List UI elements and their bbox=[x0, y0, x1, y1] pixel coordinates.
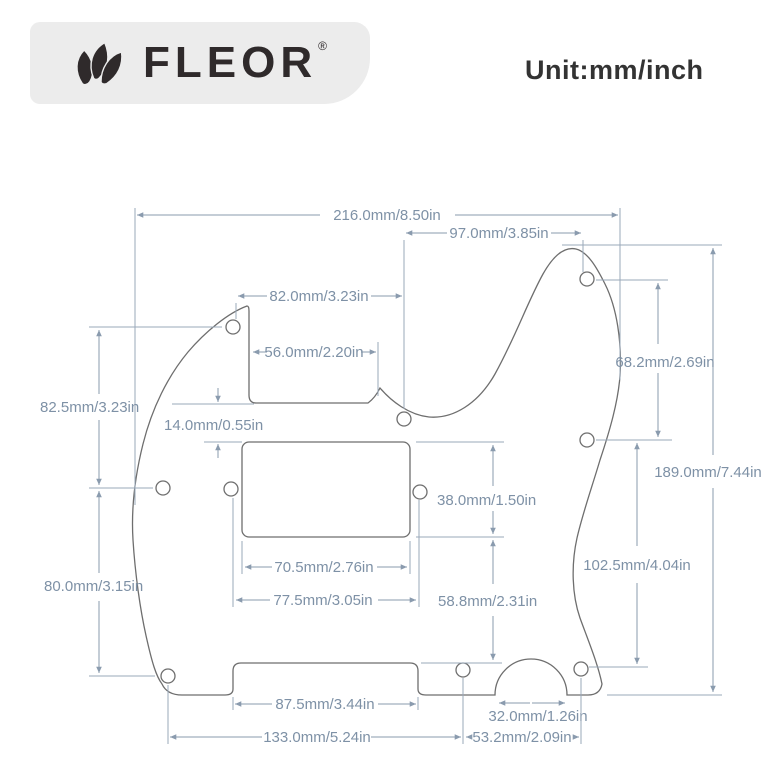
screw-hole-left-middle bbox=[155, 480, 171, 496]
humbucker-cutout bbox=[241, 441, 411, 538]
dim-pickup-width: 70.5mm/2.76in bbox=[241, 541, 411, 576]
dim-upper-right-span: 97.0mm/3.85in bbox=[403, 225, 584, 409]
brand-logo-card: FLEOR ® bbox=[30, 22, 370, 104]
screw-hole-middle-top bbox=[396, 411, 412, 427]
dim-label: 189.0mm/7.44in bbox=[654, 464, 762, 481]
dim-label: 38.0mm/1.50in bbox=[437, 492, 536, 509]
dim-bridge-notch-width: 87.5mm/3.44in bbox=[232, 696, 419, 713]
dim-label: 97.0mm/3.85in bbox=[449, 225, 548, 242]
fleor-leaf-icon bbox=[76, 41, 123, 86]
unit-label: Unit:mm/inch bbox=[525, 55, 704, 85]
dim-label: 216.0mm/8.50in bbox=[333, 207, 441, 224]
dim-notch-to-pickup-gap: 14.0mm/0.55in bbox=[164, 388, 263, 458]
dim-label: 32.0mm/1.26in bbox=[488, 708, 587, 725]
dim-label: 70.5mm/2.76in bbox=[274, 559, 373, 576]
dim-right-upper-span: 68.2mm/2.69in bbox=[596, 279, 715, 441]
brand-name: FLEOR bbox=[143, 38, 318, 87]
dim-label: 87.5mm/3.44in bbox=[275, 696, 374, 713]
brand-wordmark: FLEOR ® bbox=[143, 38, 327, 87]
dim-neck-notch-span: 82.0mm/3.23in bbox=[235, 288, 402, 319]
dim-right-lower-span: 102.5mm/4.04in bbox=[583, 443, 691, 668]
dim-label: 53.2mm/2.09in bbox=[472, 729, 571, 746]
dim-bottom-left-span: 133.0mm/5.24in bbox=[167, 685, 461, 746]
dim-label: 102.5mm/4.04in bbox=[583, 557, 691, 574]
dim-pickup-screw-span: 77.5mm/3.05in bbox=[232, 498, 420, 609]
dim-label: 82.0mm/3.23in bbox=[269, 288, 368, 305]
screw-hole-top-left bbox=[225, 319, 241, 335]
screw-hole-pickup-right bbox=[412, 484, 428, 500]
dim-label: 14.0mm/0.55in bbox=[164, 417, 263, 434]
dim-label: 133.0mm/5.24in bbox=[263, 729, 371, 746]
dim-label: 77.5mm/3.05in bbox=[273, 592, 372, 609]
screw-hole-bottom-right bbox=[573, 661, 589, 677]
dim-label: 68.2mm/2.69in bbox=[615, 354, 714, 371]
dim-halfround-width: 32.0mm/1.26in bbox=[488, 700, 588, 725]
dim-overall-height: 189.0mm/7.44in bbox=[562, 244, 762, 696]
dim-label: 80.0mm/3.15in bbox=[44, 578, 143, 595]
dim-left-lower-span: 80.0mm/3.15in bbox=[44, 491, 155, 677]
registered-trademark: ® bbox=[318, 39, 327, 53]
dim-label: 56.0mm/2.20in bbox=[264, 344, 363, 361]
dim-label: 58.8mm/2.31in bbox=[438, 593, 537, 610]
dim-pickup-to-bridge: 58.8mm/2.31in bbox=[421, 540, 537, 664]
dim-label: 82.5mm/3.23in bbox=[40, 399, 139, 416]
screw-hole-bottom-middle bbox=[455, 662, 471, 678]
dim-pickup-height: 38.0mm/1.50in bbox=[416, 441, 536, 538]
screw-hole-bottom-left bbox=[160, 668, 176, 684]
screw-hole-right-middle bbox=[579, 432, 595, 448]
dim-overall-width: 216.0mm/8.50in bbox=[134, 207, 621, 505]
screw-hole-top-right bbox=[579, 271, 595, 287]
dim-bottom-right-span: 53.2mm/2.09in bbox=[462, 678, 582, 746]
dim-neck-notch-width: 56.0mm/2.20in bbox=[253, 342, 379, 396]
screw-hole-pickup-left bbox=[223, 481, 239, 497]
dim-left-upper-span: 82.5mm/3.23in bbox=[40, 326, 222, 489]
